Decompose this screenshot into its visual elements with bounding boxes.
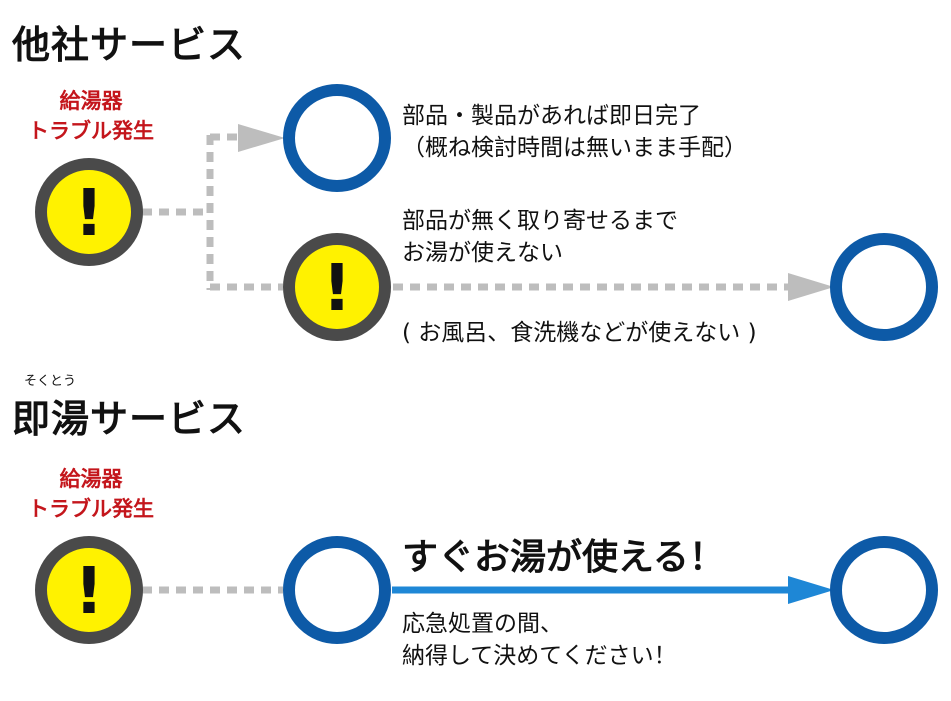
arrowhead-top-lower xyxy=(788,273,834,301)
warning-icon: ! xyxy=(35,158,143,266)
trouble-label-bottom-line2: トラブル発生 xyxy=(28,497,154,521)
instant-service-ruby: そくとう xyxy=(24,374,77,389)
instant-subtext-line2: 納得して決めてください！ xyxy=(402,643,677,669)
warning-mark: ! xyxy=(74,177,103,251)
dotted-connectors-top xyxy=(142,133,790,291)
result-ring-upper xyxy=(283,84,391,192)
instant-subtext-line1: 応急処置の間、 xyxy=(402,611,563,637)
blue-arrowhead xyxy=(788,576,834,604)
trouble-label-bottom-line1: 給湯器 xyxy=(59,467,123,491)
lower-result-line2: お湯が使えない xyxy=(402,240,563,266)
instant-headline: すぐお湯が使える！ xyxy=(402,537,725,578)
instant-subtext: 応急処置の間、 納得して決めてください！ xyxy=(402,608,677,672)
lower-result-note: ( お風呂、食洗機などが使えない ) xyxy=(402,320,757,346)
warning-icon-middle: ! xyxy=(283,233,391,341)
trouble-label-bottom: 給湯器 トラブル発生 xyxy=(0,464,186,524)
result-ring-delayed xyxy=(830,233,938,341)
upper-result-text: 部品・製品があれば即日完了 （概ね検討時間は無いまま手配） xyxy=(402,100,747,164)
upper-result-line1: 部品・製品があれば即日完了 xyxy=(402,103,701,129)
instant-service-title: 即湯サービス xyxy=(12,397,247,441)
arrowhead-top-upper xyxy=(238,124,285,152)
result-ring-instant xyxy=(283,536,391,644)
result-ring-final xyxy=(830,536,938,644)
lower-result-text: 部品が無く取り寄せるまで お湯が使えない xyxy=(402,205,678,269)
other-service-title: 他社サービス xyxy=(12,23,247,67)
trouble-label-top-line2: トラブル発生 xyxy=(28,119,154,143)
trouble-label-top: 給湯器 トラブル発生 xyxy=(0,86,186,146)
warning-icon-bottom: ! xyxy=(35,536,143,644)
warning-mark-bottom: ! xyxy=(74,555,103,629)
lower-result-line1: 部品が無く取り寄せるまで xyxy=(402,208,678,234)
trouble-label-top-line1: 給湯器 xyxy=(59,89,123,113)
upper-result-line2: （概ね検討時間は無いまま手配） xyxy=(402,135,747,161)
warning-mark-middle: ! xyxy=(322,252,351,326)
